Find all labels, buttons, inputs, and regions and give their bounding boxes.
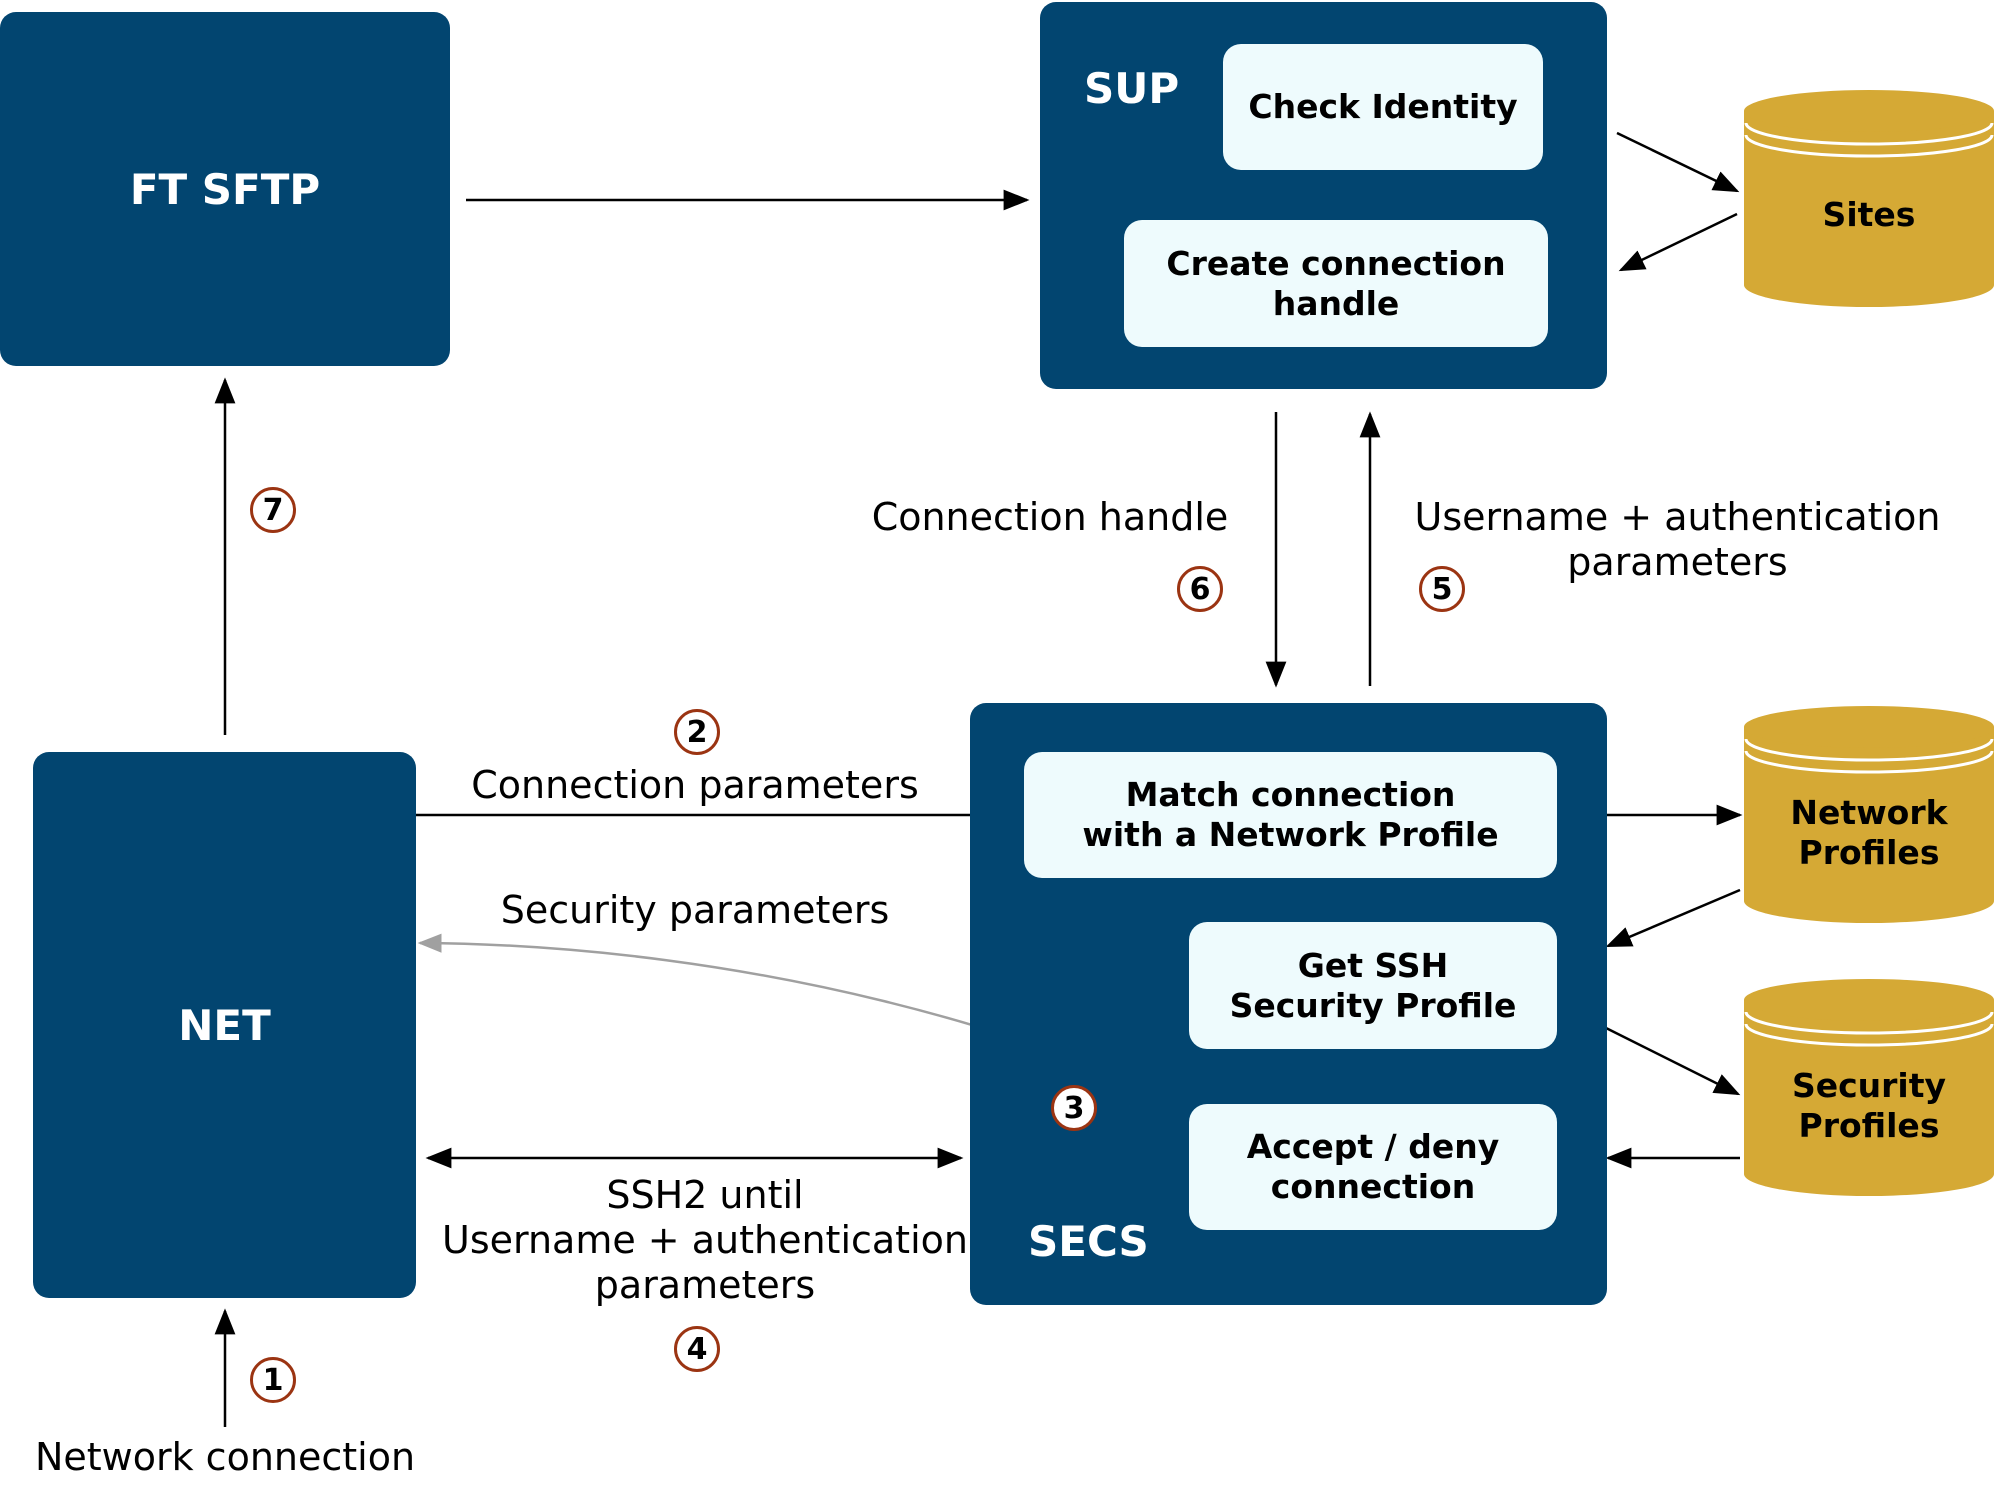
match-profile-step: Match connection with a Network Profile xyxy=(1024,752,1557,878)
create-handle-label: Create connection handle xyxy=(1166,243,1506,323)
get-ssh-step: Get SSH Security Profile xyxy=(1189,922,1557,1049)
create-handle-step: Create connection handle xyxy=(1124,220,1548,347)
network-connection-label: Network connection xyxy=(34,1435,416,1479)
step-badge-6: 6 xyxy=(1177,566,1223,612)
step-badge-2: 2 xyxy=(674,709,720,755)
username-auth-label: Username + authentication parameters xyxy=(1414,495,1941,584)
ssh2-until-label: SSH2 until Username + authentication par… xyxy=(442,1173,968,1307)
net-label: NET xyxy=(178,1000,271,1050)
security-parameters-label: Security parameters xyxy=(500,888,890,932)
sites-label: Sites xyxy=(1822,195,1916,234)
sites-cylinder-icon xyxy=(1744,90,1994,307)
step-badge-5: 5 xyxy=(1419,566,1465,612)
check-identity-label: Check Identity xyxy=(1248,87,1518,126)
sup-label: SUP xyxy=(1084,64,1180,113)
security-profiles-cylinder-icon xyxy=(1744,979,1994,1196)
step-badge-4: 4 xyxy=(674,1326,720,1372)
arrow-network-profiles-to-secs xyxy=(1605,888,1741,948)
connection-parameters-label: Connection parameters xyxy=(471,763,919,807)
arrow-sites-to-sup xyxy=(1618,212,1738,272)
security-profiles-database: Security Profiles xyxy=(1743,978,1995,1198)
sup-box: SUP Check Identity Create connection han… xyxy=(1040,2,1607,389)
network-profiles-label: Network Profiles xyxy=(1790,793,1948,872)
net-box: NET xyxy=(33,752,416,1298)
accept-deny-label: Accept / deny connection xyxy=(1246,1127,1500,1206)
step-badge-7: 7 xyxy=(250,487,296,533)
security-profiles-label: Security Profiles xyxy=(1791,1066,1947,1145)
secs-label: SECS xyxy=(1028,1217,1149,1266)
network-profiles-database: Network Profiles xyxy=(1743,705,1995,925)
check-identity-step: Check Identity xyxy=(1223,44,1543,170)
secs-box: Match connection with a Network Profile … xyxy=(970,703,1607,1305)
connection-handle-label: Connection handle xyxy=(871,495,1229,539)
match-profile-label: Match connection with a Network Profile xyxy=(1082,775,1499,854)
step-badge-3: 3 xyxy=(1051,1085,1097,1131)
step-badge-1: 1 xyxy=(250,1357,296,1403)
get-ssh-label: Get SSH Security Profile xyxy=(1229,945,1517,1025)
ft-sftp-label: FT SFTP xyxy=(129,164,321,214)
sites-database: Sites xyxy=(1743,89,1995,309)
network-profiles-cylinder-icon xyxy=(1744,706,1994,923)
ft-sftp-box: FT SFTP xyxy=(0,12,450,366)
arrow-sup-to-sites xyxy=(1616,131,1740,193)
accept-deny-step: Accept / deny connection xyxy=(1189,1104,1557,1230)
arrow-secs-to-security-profiles xyxy=(1605,1026,1741,1096)
